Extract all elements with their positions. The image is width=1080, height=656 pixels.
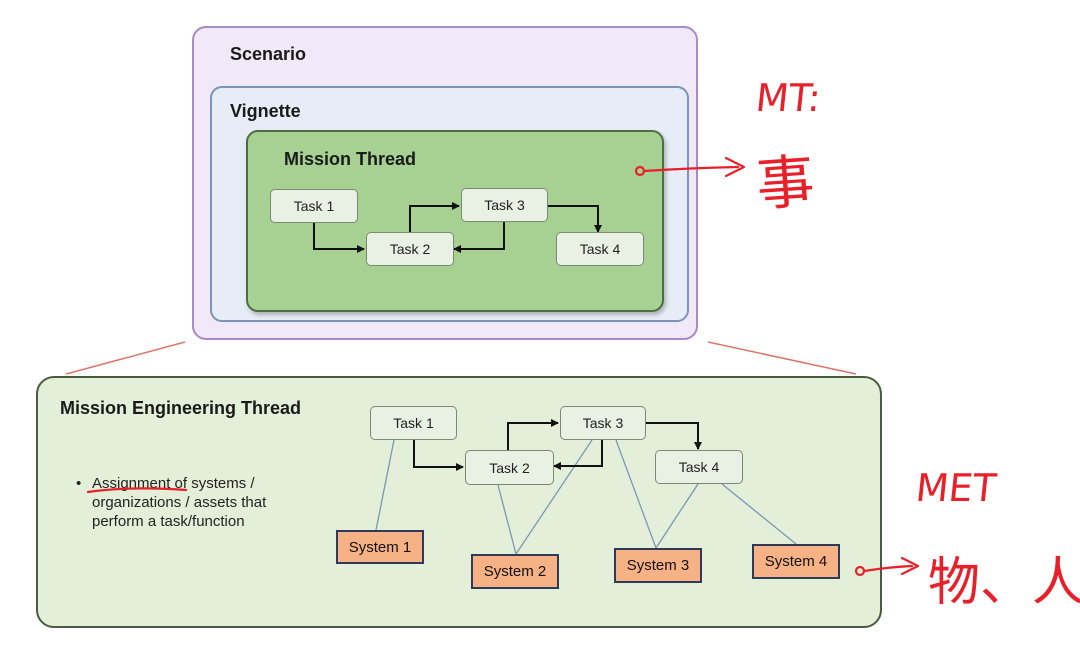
mt-task-3: Task 3	[461, 188, 548, 222]
mt-annotation-dot	[634, 165, 646, 177]
met-bullet-text: Assignment of systems / organizations / …	[92, 475, 267, 530]
mt-arrow-task2-task3	[409, 202, 460, 232]
zoom-line-right	[707, 341, 857, 375]
met-task-2: Task 2	[465, 450, 554, 485]
met-annotation-arrow-head	[900, 556, 920, 576]
mt-char: 事	[754, 147, 817, 219]
mt-arrow-task1-task2	[313, 223, 365, 253]
system-3: System 3	[614, 548, 702, 583]
met-note: MET	[913, 466, 999, 510]
met-arrow-task3-task4	[646, 422, 702, 450]
link-task3-system2	[515, 439, 593, 555]
met-annotation-arrow-line	[862, 564, 914, 573]
bullet-dot: •	[76, 475, 82, 492]
link-task4-system3	[655, 483, 699, 549]
assignment-underline	[86, 487, 188, 494]
system-4: System 4	[752, 544, 840, 579]
vignette-title: Vignette	[230, 101, 301, 121]
link-task1-system1	[375, 439, 395, 531]
mt-annotation-arrow-line	[642, 165, 740, 173]
met-arrow-task1-task2	[413, 440, 464, 471]
mt-note: MT:	[753, 76, 823, 120]
link-task2-system2	[497, 484, 517, 555]
mission-engineering-thread-box	[36, 376, 882, 628]
met-task-1: Task 1	[370, 406, 457, 440]
system-1: System 1	[336, 530, 424, 564]
met-task-4: Task 4	[655, 450, 743, 484]
met-annotation-dot	[854, 565, 866, 577]
mission-thread-title: Mission Thread	[284, 149, 417, 169]
mt-task-2: Task 2	[366, 232, 454, 266]
system-2: System 2	[471, 554, 559, 589]
met-task-3: Task 3	[560, 406, 646, 440]
link-task3-system3	[615, 439, 657, 549]
met-arrow-task3-task2	[553, 440, 603, 470]
met-chars: 物、人	[928, 553, 1080, 613]
mt-arrow-task3-task4	[548, 205, 602, 233]
met-title: Mission Engineering Thread	[60, 398, 302, 418]
scenario-title: Scenario	[230, 44, 307, 64]
mt-annotation-arrow-head	[724, 156, 746, 178]
mt-task-4: Task 4	[556, 232, 644, 266]
met-arrow-task2-task3	[507, 419, 559, 450]
zoom-line-left	[65, 341, 186, 375]
mt-arrow-task3-task2	[453, 222, 505, 253]
handwriting-strokes	[86, 156, 920, 577]
link-task4-system4	[721, 483, 797, 545]
mt-task-1: Task 1	[270, 189, 358, 223]
met-system-links	[375, 439, 797, 555]
